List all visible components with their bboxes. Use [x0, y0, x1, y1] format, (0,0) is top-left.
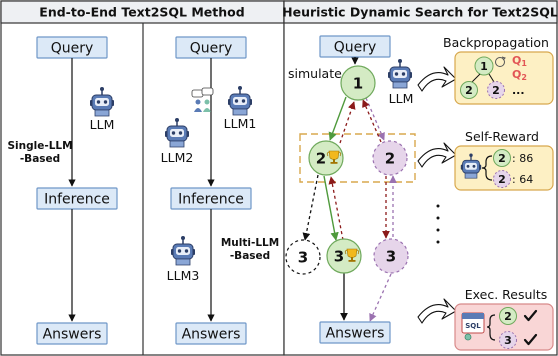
- edge-left-root-backprop: [339, 101, 356, 144]
- backprop-title: Backpropagation: [443, 35, 549, 50]
- exec-title: Exec. Results: [465, 287, 548, 302]
- multi-llm1-label: LLM1: [224, 116, 257, 131]
- sr-node-a-label: 2: [498, 152, 506, 165]
- search-answers-box: [319, 321, 391, 344]
- bp-q1: Q1: [512, 54, 527, 68]
- exec-node-b-label: 3: [504, 334, 512, 347]
- single-inference-label: Inference: [44, 192, 110, 208]
- self-reward-panel: [454, 145, 554, 191]
- people-chat-icon: [191, 87, 214, 112]
- self-reward-title: Self-Reward: [465, 129, 539, 144]
- node-left-2: [308, 140, 344, 176]
- node-right-2-label: 2: [385, 150, 395, 168]
- multi-method-label-1: Multi-LLM: [221, 237, 279, 249]
- right-panel-title: Heuristic Dynamic Search for Text2SQL: [282, 5, 558, 20]
- sr-node-a: [493, 149, 511, 167]
- single-answers-label: Answers: [43, 327, 102, 343]
- edge-right-leaf-answers: [369, 273, 392, 322]
- bp-dots: ...: [512, 84, 525, 97]
- single-answers-box: [36, 322, 108, 345]
- edge-right-root-backprop: [362, 99, 382, 143]
- multi-query-label: Query: [190, 41, 233, 57]
- node-right-2: [372, 140, 408, 176]
- bp-edge-a: [471, 73, 481, 83]
- bp-node-1: [474, 56, 494, 76]
- search-llm-label: LLM: [389, 91, 414, 106]
- simulate-label: simulate: [288, 66, 342, 81]
- single-method-label-1: Single-LLM: [7, 140, 72, 152]
- bp-node-2a: [460, 81, 478, 99]
- svg-text:SQL: SQL: [465, 322, 481, 330]
- search-answers-label: Answers: [326, 326, 385, 342]
- bp-node-2a-label: 2: [465, 84, 473, 97]
- vertical-ellipsis: [436, 204, 440, 244]
- expansion-dashed-box: [299, 133, 416, 183]
- bp-node-2b-label: 2: [492, 84, 500, 97]
- sr-score-b: : 64: [512, 173, 533, 186]
- bp-node-2b: [487, 81, 505, 99]
- single-llm-label: LLM: [90, 117, 115, 132]
- multi-llm3-label: LLM3: [167, 268, 200, 283]
- exec-brace: [486, 314, 496, 341]
- sr-node-b: [493, 170, 511, 188]
- sql-icon: SQL: [461, 312, 485, 341]
- exec-node-b: [499, 331, 517, 349]
- node-3-green-label: 3: [334, 248, 344, 266]
- left-panel-title: End-to-End Text2SQL Method: [39, 5, 244, 20]
- bp-edge-b: [488, 73, 495, 83]
- bp-node-1-label: 1: [480, 60, 488, 73]
- edge-left-child-green: [323, 175, 339, 241]
- single-inference-box: [36, 187, 118, 210]
- multi-inference-label: Inference: [178, 192, 244, 208]
- sr-score-a: : 86: [512, 152, 533, 165]
- exec-node-a-label: 2: [504, 310, 512, 323]
- edge-root-left: [328, 96, 347, 141]
- node-root-label: 1: [353, 75, 363, 93]
- right-panel-header: [283, 0, 558, 24]
- self-reward-brace: [481, 155, 493, 181]
- multi-method-label-2: -Based: [230, 250, 270, 262]
- node-3-green: [326, 238, 362, 274]
- node-root: [340, 65, 376, 101]
- edge-left-child-black: [302, 174, 319, 241]
- refresh-icon: [495, 56, 506, 67]
- node-3-dashed: [285, 239, 321, 275]
- multi-llm2-label: LLM2: [161, 150, 194, 165]
- multi-answers-label: Answers: [182, 327, 241, 343]
- single-query-label: Query: [51, 41, 94, 57]
- node-left-2-label: 2: [316, 150, 326, 168]
- exec-node-a: [499, 307, 517, 325]
- single-method-label-2: -Based: [20, 153, 60, 165]
- bp-q2: Q2: [512, 68, 527, 82]
- multi-answers-box: [175, 322, 247, 345]
- node-3-purple: [373, 238, 409, 274]
- search-query-label: Query: [334, 40, 377, 56]
- node-3-purple-label: 3: [386, 248, 396, 266]
- node-3-dashed-label: 3: [298, 249, 308, 267]
- edge-leftchild-backprop: [328, 176, 344, 241]
- sr-node-b-label: 2: [498, 173, 506, 186]
